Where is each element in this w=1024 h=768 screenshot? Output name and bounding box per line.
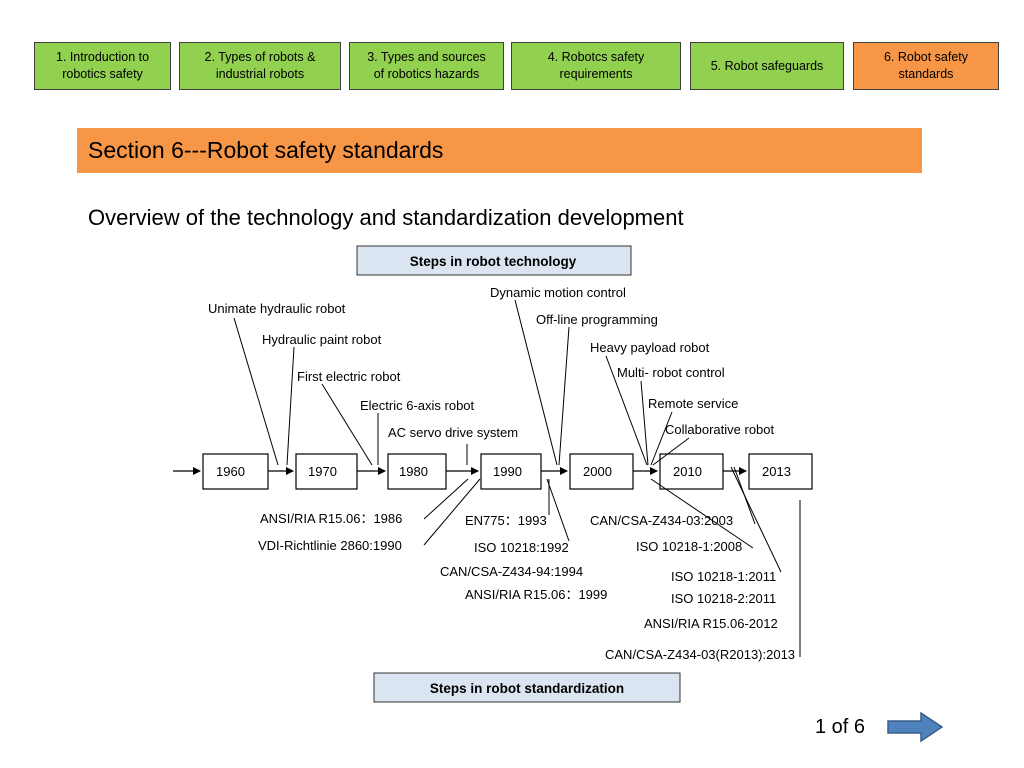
year-box-2000: [569, 453, 634, 490]
section-banner: Section 6---Robot safety standards: [77, 128, 922, 173]
tech-step-label: Off-line programming: [536, 312, 658, 327]
standard-label: CAN/CSA-Z434-03:2003: [590, 513, 733, 528]
standard-label: ANSI/RIA R15.06-2012: [644, 616, 778, 631]
technology-title: Steps in robot technology: [410, 254, 577, 269]
tech-step-label: Hydraulic paint robot: [262, 332, 382, 347]
year-label: 1960: [216, 464, 245, 479]
standard-label: ISO 10218-1:2008: [636, 539, 742, 554]
tab-safety-requirements[interactable]: 4. Robotcs safety requirements: [511, 42, 681, 90]
tech-step-label: Heavy payload robot: [590, 340, 710, 355]
tab-types-of-robots[interactable]: 2. Types of robots & industrial robots: [179, 42, 341, 90]
tab-introduction[interactable]: 1. Introduction to robotics safety: [34, 42, 171, 90]
standard-label: CAN/CSA-Z434-94:1994: [440, 564, 583, 579]
year-label: 1980: [399, 464, 428, 479]
tech-step-label: Electric 6-axis robot: [360, 398, 475, 413]
standard-label: CAN/CSA-Z434-03(R2013):2013: [605, 647, 795, 662]
year-box-2010: [659, 453, 724, 490]
tech-step-label: Dynamic motion control: [490, 285, 626, 300]
overview-heading: Overview of the technology and standardi…: [88, 205, 684, 230]
year-box-1990: [480, 453, 542, 490]
standard-label: ISO 10218:1992: [474, 540, 569, 555]
year-label: 1970: [308, 464, 337, 479]
year-box-1980: [387, 453, 447, 490]
tech-step-label: Remote service: [648, 396, 738, 411]
year-label: 2013: [762, 464, 791, 479]
next-arrow-icon[interactable]: [886, 710, 946, 744]
standard-label: ISO 10218-1:2011: [671, 569, 776, 584]
tech-step-label: Multi- robot control: [617, 365, 725, 380]
tech-step-label: Unimate hydraulic robot: [208, 301, 346, 316]
standard-label: VDI-Richtlinie 2860:1990: [258, 538, 402, 553]
year-box-2013: [748, 453, 813, 490]
tab-robotics-hazards[interactable]: 3. Types and sources of robotics hazards: [349, 42, 504, 90]
year-label: 1990: [493, 464, 522, 479]
standard-label: ANSI/RIA R15.06：1986: [260, 511, 402, 526]
standard-label: EN775：1993: [465, 513, 547, 528]
tech-step-label: Collaborative robot: [665, 422, 775, 437]
year-label: 2000: [583, 464, 612, 479]
tab-robot-safety-standards[interactable]: 6. Robot safety standards: [853, 42, 999, 90]
standardization-title-box: [373, 672, 681, 703]
standard-label: ISO 10218-2:2011: [671, 591, 776, 606]
tech-step-label: First electric robot: [297, 369, 401, 384]
year-label: 2010: [673, 464, 702, 479]
page-number: 1 of 6: [815, 716, 866, 738]
year-box-1960: [202, 453, 269, 490]
standard-label: ANSI/RIA R15.06：1999: [465, 587, 607, 602]
tab-robot-safeguards[interactable]: 5. Robot safeguards: [690, 42, 844, 90]
technology-title-box: [356, 245, 632, 276]
tech-step-label: AC servo drive system: [388, 425, 518, 440]
section-title: Section 6---Robot safety standards: [88, 137, 444, 163]
standardization-title: Steps in robot standardization: [430, 681, 624, 696]
year-box-1970: [295, 453, 358, 490]
